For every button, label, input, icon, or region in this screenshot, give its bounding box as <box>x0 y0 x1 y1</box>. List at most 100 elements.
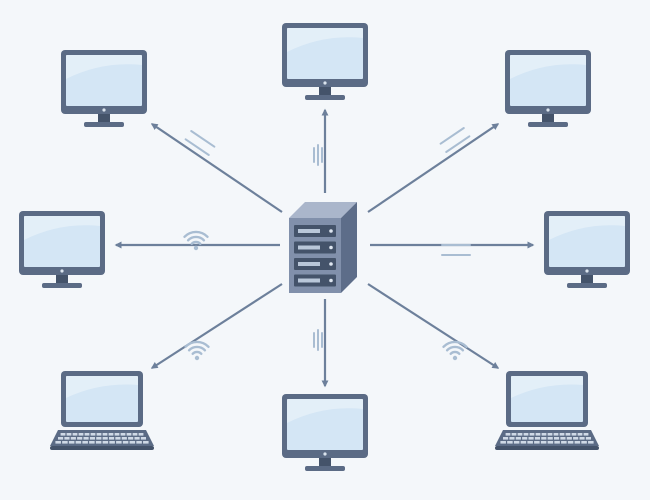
wifi-dot <box>194 355 200 361</box>
power-led <box>585 269 589 273</box>
wifi-arc <box>442 340 468 348</box>
laptop-key <box>121 437 127 440</box>
laptop-key <box>509 437 515 440</box>
laptop-screen <box>66 376 138 422</box>
laptop-key <box>553 437 560 440</box>
laptop-key <box>566 437 572 440</box>
screen-glare <box>24 216 100 240</box>
laptop-key <box>573 437 579 440</box>
screen-glare <box>66 376 138 398</box>
laptop-key <box>96 433 102 436</box>
monitor-stand <box>84 122 124 127</box>
monitor-top-right <box>505 50 591 127</box>
link-mark-line <box>184 138 210 156</box>
laptop-key <box>70 437 76 440</box>
screen-glare <box>510 55 586 79</box>
laptop-key <box>574 441 581 444</box>
laptop-key <box>75 441 82 444</box>
server-drive-slot <box>298 262 320 266</box>
laptop-key <box>96 437 102 440</box>
server-drive-slot <box>298 229 320 233</box>
laptop-key <box>115 437 121 440</box>
laptop-key <box>567 441 574 444</box>
screen-glare <box>287 399 363 423</box>
laptop-key <box>78 433 84 436</box>
monitor-neck <box>319 87 331 95</box>
monitor-right <box>544 211 630 288</box>
link-mark <box>184 130 216 156</box>
laptop-key <box>540 441 547 444</box>
laptop-key <box>535 433 541 436</box>
wifi-dot <box>452 355 458 361</box>
link-mark <box>441 244 471 256</box>
laptop-key <box>565 433 571 436</box>
laptop-key <box>102 433 108 436</box>
laptop-key <box>534 437 541 440</box>
laptop-key <box>529 433 535 436</box>
arrow-top-right <box>367 123 500 213</box>
client-devices <box>19 23 630 471</box>
wifi-arc <box>186 235 206 242</box>
server-top <box>289 202 357 218</box>
link-mark-line <box>445 135 471 153</box>
monitor-screen <box>66 55 142 106</box>
laptop-key <box>534 441 540 444</box>
monitor-screen <box>549 216 625 267</box>
screen-glare <box>287 28 363 52</box>
laptop-key <box>116 441 122 444</box>
laptop-key <box>507 441 513 444</box>
laptop-edge <box>50 446 154 450</box>
laptop-key <box>84 433 90 436</box>
monitor-bottom <box>282 394 368 471</box>
laptop-key <box>83 437 89 440</box>
laptop-key <box>89 437 96 440</box>
laptop-keyboard <box>500 433 594 444</box>
arrow-bottom-left <box>150 283 283 369</box>
laptop-key <box>577 433 583 436</box>
wifi-arc <box>190 240 202 245</box>
monitor-neck <box>581 275 593 283</box>
laptop-key <box>109 441 115 444</box>
monitor-top-left <box>61 50 147 127</box>
laptop-key <box>138 433 144 436</box>
laptop-key <box>505 433 511 436</box>
laptop-key <box>528 437 534 440</box>
laptop-key <box>143 441 149 444</box>
monitor-screen <box>510 55 586 106</box>
monitor-neck <box>98 114 110 122</box>
laptop-key <box>500 441 506 444</box>
power-led <box>323 452 327 456</box>
wifi-arc <box>187 345 207 352</box>
laptop-key <box>72 433 78 436</box>
laptop-key <box>547 433 553 436</box>
power-led <box>546 108 550 112</box>
laptop-key <box>82 441 88 444</box>
monitor-top <box>282 23 368 100</box>
server-drive-slot <box>298 245 320 250</box>
laptop-key <box>523 433 529 436</box>
link-mark-line <box>439 127 465 145</box>
power-led <box>102 108 106 112</box>
laptop-key <box>102 441 109 444</box>
laptop-key <box>527 441 533 444</box>
monitor-left <box>19 211 105 288</box>
server-led <box>329 229 333 233</box>
laptop-key <box>517 433 523 436</box>
laptop-key <box>102 437 108 440</box>
laptop-key <box>108 433 114 436</box>
laptop-key <box>120 433 126 436</box>
laptop-key <box>136 441 142 444</box>
monitor-screen <box>287 28 363 79</box>
laptop-key <box>513 441 520 444</box>
laptop-key <box>90 433 96 436</box>
laptop-key <box>547 441 554 444</box>
server-led <box>329 245 333 250</box>
laptop-key <box>95 441 102 444</box>
arrow-top-left <box>150 123 283 213</box>
laptop-key <box>560 437 566 440</box>
power-led <box>60 269 64 273</box>
laptop-key <box>588 441 594 444</box>
power-led <box>323 81 327 85</box>
